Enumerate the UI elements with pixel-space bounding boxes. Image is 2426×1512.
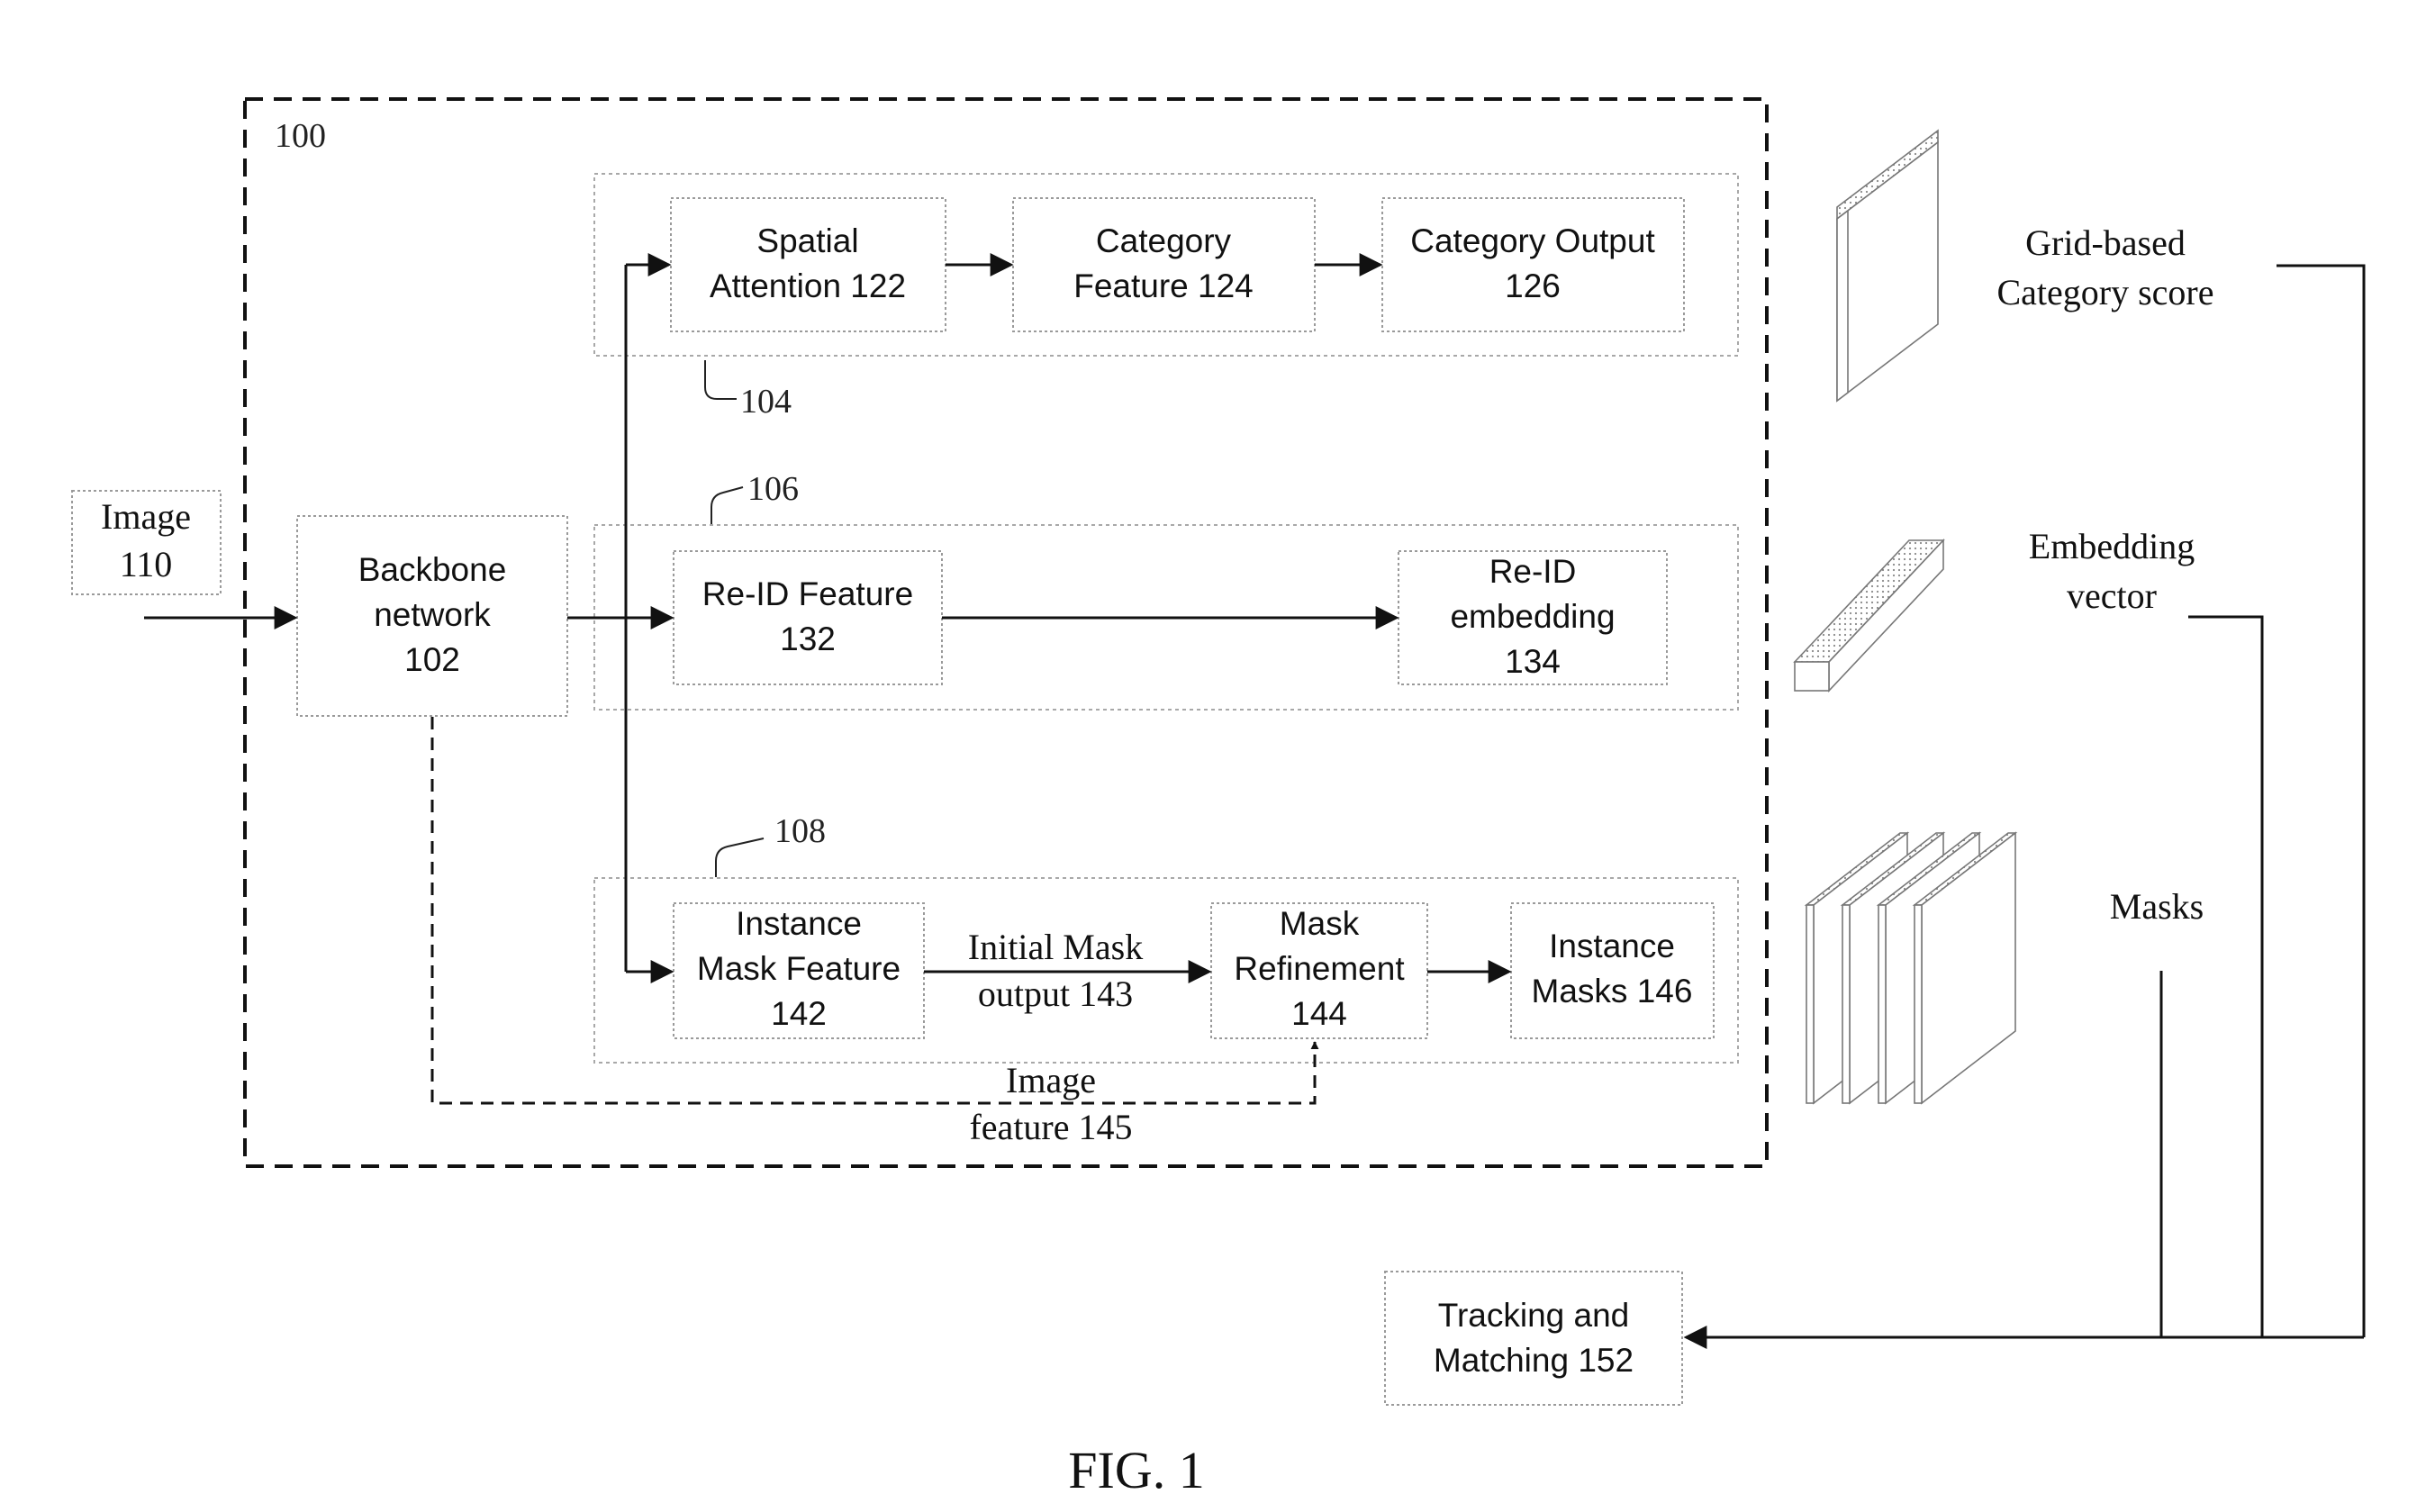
tracking-matching-box: [1384, 1271, 1683, 1406]
instance-mask-feature-line-2: Mask Feature: [697, 950, 901, 987]
category-output-line-2: 126: [1505, 267, 1561, 304]
instance-mask-feature-line-3: 142: [771, 995, 827, 1032]
embedding-vector-connector: [2188, 615, 2264, 1337]
reid-feature-line-1: Re-ID Feature: [702, 575, 913, 612]
category-output-box: [1381, 197, 1685, 332]
instance-mask-feature-box: [673, 902, 925, 1039]
ref-106-leader: [711, 486, 744, 524]
reid-embedding-line-3: 134: [1505, 643, 1561, 680]
instance-masks-line-1: Instance: [1549, 928, 1675, 964]
backbone-line-1: Backbone: [358, 551, 507, 588]
input-image-box: [71, 490, 222, 595]
image-feature-line-2: feature 145: [969, 1107, 1132, 1147]
image-feature-line-1: Image: [1006, 1060, 1096, 1100]
initial-mask-output-line-1: Initial Mask: [968, 927, 1143, 967]
category-feature-line-1: Category: [1096, 222, 1232, 259]
ref-104-label: 104: [740, 383, 792, 421]
ref-108-leader: [715, 837, 765, 877]
category-score-label-line-1: Grid-based: [2025, 222, 2186, 263]
initial-mask-output-line-2: output 143: [978, 973, 1133, 1014]
embedding-vector-label-line-1: Embedding: [2029, 526, 2195, 566]
ref-108-label: 108: [774, 812, 826, 850]
category-score-connector: [2277, 264, 2366, 1337]
mask-refinement-line-3: 144: [1291, 995, 1347, 1032]
figure-caption: FIG. 1: [1068, 1441, 1204, 1499]
category-branch-group: [593, 173, 1739, 357]
category-feature-box: [1012, 197, 1316, 332]
reid-embedding-line-2: embedding: [1450, 598, 1615, 635]
spatial-attention-line-2: Attention 122: [710, 267, 906, 304]
ref-106-label: 106: [747, 470, 799, 508]
ref-104-leader: [704, 360, 737, 400]
backbone-line-3: 102: [404, 641, 460, 678]
instance-mask-feature-line-1: Instance: [736, 905, 862, 942]
reid-feature-line-2: 132: [780, 620, 836, 657]
instance-masks-line-2: Masks 146: [1532, 973, 1693, 1010]
category-feature-line-2: Feature 124: [1073, 267, 1254, 304]
input-image-ref: 110: [120, 544, 173, 584]
category-score-tensor-icon: [1836, 129, 1939, 403]
reid-embedding-line-1: Re-ID: [1489, 553, 1577, 590]
embedding-vector-tensor-icon: [1793, 538, 1945, 693]
system-boundary: [243, 97, 1769, 1168]
reid-feature-box: [673, 550, 943, 685]
tracking-matching-line-2: Matching 152: [1434, 1342, 1634, 1379]
input-image-label: Image: [101, 496, 191, 537]
tracking-matching-line-1: Tracking and: [1438, 1297, 1630, 1334]
spatial-attention-line-1: Spatial: [756, 222, 858, 259]
spatial-attention-box: [670, 197, 946, 332]
image-feature-dashed-arrow: [430, 717, 1319, 1105]
mask-branch-group: [593, 877, 1739, 1064]
category-output-line-1: Category Output: [1410, 222, 1655, 259]
embedding-vector-label-line-2: vector: [2067, 575, 2157, 616]
mask-refinement-line-2: Refinement: [1234, 950, 1405, 987]
category-score-label-line-2: Category score: [1996, 272, 2213, 312]
reid-embedding-box: [1398, 550, 1668, 685]
instance-masks-box: [1510, 902, 1715, 1039]
backbone-line-2: network: [374, 596, 491, 633]
mask-refinement-line-1: Mask: [1280, 905, 1360, 942]
masks-tensor-icon: [1804, 831, 2018, 1105]
system-label: 100: [275, 117, 326, 155]
masks-label: Masks: [2110, 886, 2204, 927]
reid-branch-group: [593, 524, 1739, 711]
